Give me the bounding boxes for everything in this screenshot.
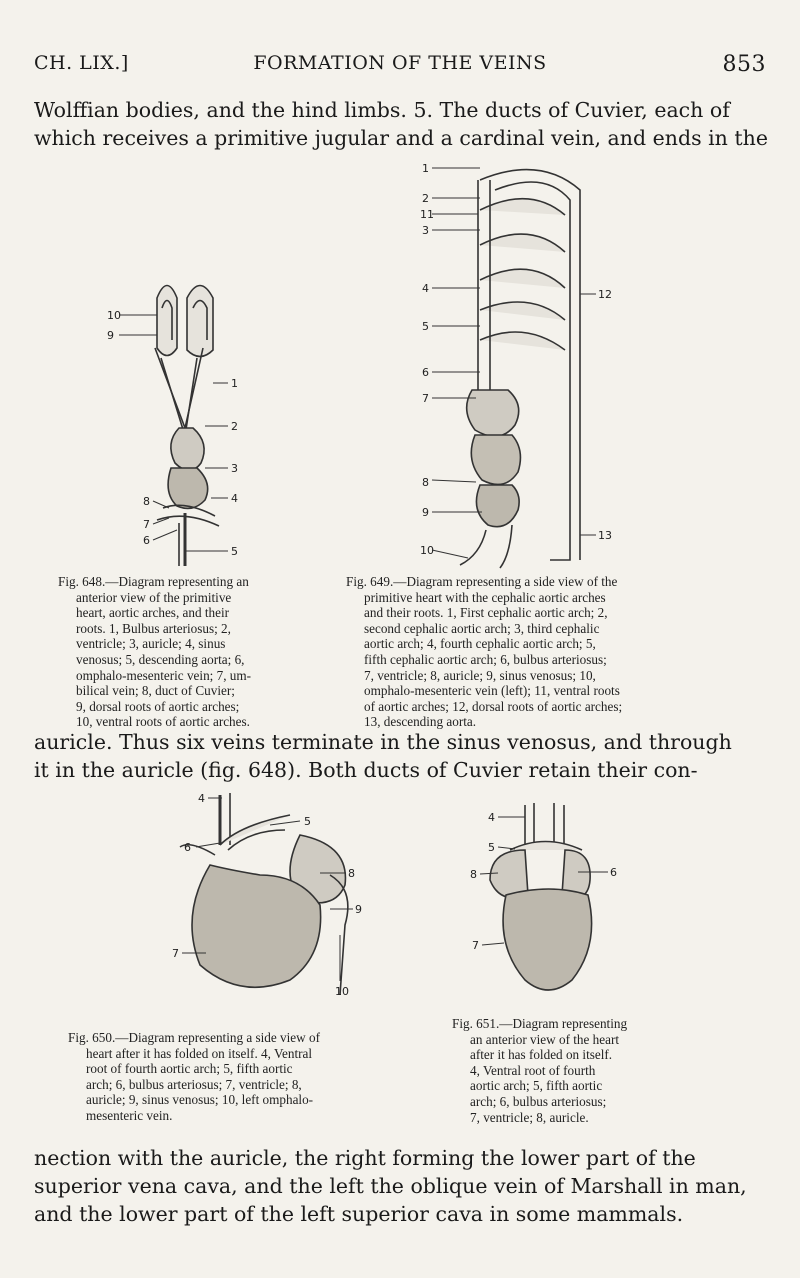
caption-line: 10, ventral roots of aortic arches.: [76, 714, 250, 730]
fig650-label: 10: [335, 985, 349, 998]
caption-line: aortic arch; 5, fifth aortic: [470, 1078, 603, 1094]
text-line: which receives a primitive jugular and a…: [34, 126, 768, 150]
text-line: auricle. Thus six veins terminate in the…: [34, 730, 732, 754]
fig648-label: 3: [231, 462, 238, 475]
caption-line: of aortic arches; 12, dorsal roots of ao…: [364, 698, 623, 714]
caption-line: heart, aortic arches, and their: [76, 605, 230, 621]
caption-line: roots. 1, Bulbus arteriosus; 2,: [76, 620, 231, 636]
caption-line: 4, Ventral root of fourth: [470, 1062, 596, 1078]
caption-line: aortic arch; 4, fourth cephalic aortic a…: [364, 636, 596, 652]
fig649-label: 4: [422, 282, 429, 295]
caption-line: auricle; 9, sinus venosus; 10, left omph…: [86, 1092, 314, 1108]
paragraph-bottom: nection with the auricle, the right form…: [34, 1144, 770, 1228]
caption-line: omphalo-mesenteric vein; 7, um-: [76, 667, 252, 683]
figure-650-drawing: 4 5 6 8 9 7 10: [172, 792, 362, 998]
page-number: 853: [722, 52, 766, 77]
text-line: it in the auricle (fig. 648). Both ducts…: [34, 758, 698, 782]
caption-line: ventricle; 3, auricle; 4, sinus: [76, 636, 226, 652]
fig651-label: 6: [610, 866, 617, 879]
caption-fig651: Fig. 651.—Diagram representing an anteri…: [452, 1016, 627, 1125]
caption-line: mesenteric vein.: [86, 1107, 173, 1123]
figure-650: 4 5 6 8 9 7 10: [150, 785, 380, 1010]
fig649-label: 12: [598, 288, 612, 301]
fig648-label: 5: [231, 545, 238, 558]
paragraph-top: Wolffian bodies, and the hind limbs. 5. …: [34, 96, 770, 152]
fig649-label: 6: [422, 366, 429, 379]
fig649-label: 3: [422, 224, 429, 237]
text-line: nection with the auricle, the right form…: [34, 1146, 696, 1170]
caption-line: omphalo-mesenteric vein (left); 11, vent…: [364, 683, 620, 699]
page-title: FORMATION OF THE VEINS: [253, 52, 547, 74]
caption-line: venosus; 5, descending aorta; 6,: [76, 651, 245, 667]
caption-line: 9, dorsal roots of aortic arches;: [76, 698, 240, 714]
fig648-label: 4: [231, 492, 238, 505]
fig649-label: 9: [422, 506, 429, 519]
caption-fig648: Fig. 648.—Diagram representing an anteri…: [58, 574, 251, 730]
fig651-label: 5: [488, 841, 495, 854]
caption-line: arch; 6, bulbus arteriosus; 7, ventricle…: [86, 1076, 302, 1092]
figure-649-drawing: 1 2 11 3 4 5 6 7 8 9 10 12 13: [420, 162, 612, 569]
fig651-label: 4: [488, 811, 495, 824]
fig649-label: 7: [422, 392, 429, 405]
fig648-label: 1: [231, 377, 238, 390]
fig649-label: 11: [420, 208, 434, 221]
caption-line: root of fourth aortic arch; 5, fifth aor…: [86, 1061, 293, 1077]
caption-line: arch; 6, bulbus arteriosus;: [470, 1093, 607, 1109]
caption-line: heart after it has folded on itself. 4, …: [86, 1045, 313, 1061]
fig648-label: 7: [143, 518, 150, 531]
fig649-label: 2: [422, 192, 429, 205]
text-line: and the lower part of the left superior …: [34, 1202, 684, 1226]
fig651-label: 8: [470, 868, 477, 881]
fig649-label: 5: [422, 320, 429, 333]
fig650-label: 9: [355, 903, 362, 916]
fig649-label: 8: [422, 476, 429, 489]
figure-651: 4 5 8 6 7: [470, 795, 640, 1005]
caption-line: primitive heart with the cephalic aortic…: [364, 589, 606, 605]
caption-line: Fig. 651.—Diagram representing: [452, 1016, 628, 1031]
caption-line: second cephalic aortic arch; 3, third ce…: [364, 620, 600, 636]
text-line: Wolffian bodies, and the hind limbs. 5. …: [34, 98, 730, 122]
fig648-label: 9: [107, 329, 114, 342]
figure-651-drawing: 4 5 8 6 7: [470, 803, 617, 991]
fig650-label: 5: [304, 815, 311, 828]
chapter-marker: CH. LIX.]: [34, 52, 129, 74]
caption-line: Fig. 649.—Diagram representing a side vi…: [346, 574, 618, 589]
caption-line: 13, descending aorta.: [364, 714, 477, 730]
caption-line: 7, ventricle; 8, auricle.: [470, 1109, 589, 1125]
fig648-label: 6: [143, 534, 150, 547]
fig648-label: 10: [107, 309, 121, 322]
fig649-label: 1: [422, 162, 429, 175]
fig648-label: 2: [231, 420, 238, 433]
caption-line: Fig. 650.—Diagram representing a side vi…: [68, 1030, 320, 1045]
figure-649: 1 2 11 3 4 5 6 7 8 9 10 12 13: [420, 160, 620, 570]
fig650-label: 7: [172, 947, 179, 960]
caption-line: 7, ventricle; 8, auricle; 9, sinus venos…: [364, 667, 596, 683]
caption-line: fifth cephalic aortic arch; 6, bulbus ar…: [364, 651, 607, 667]
fig650-label: 4: [198, 792, 205, 805]
caption-fig650: Fig. 650.—Diagram representing a side vi…: [68, 1030, 320, 1124]
text-line: superior vena cava, and the left the obl…: [34, 1174, 747, 1198]
caption-line: and their roots. 1, First cephalic aorti…: [364, 605, 608, 621]
running-head: CH. LIX.] FORMATION OF THE VEINS 853: [34, 52, 766, 82]
figure-648: 10 9 1 2 3 4 5 6 7 8: [105, 268, 255, 568]
caption-fig649: Fig. 649.—Diagram representing a side vi…: [346, 574, 622, 730]
caption-line: bilical vein; 8, duct of Cuvier;: [76, 683, 235, 699]
figure-648-drawing: 10 9 1 2 3 4 5 6 7 8: [107, 284, 238, 566]
caption-line: an anterior view of the heart: [470, 1031, 620, 1047]
fig648-label: 8: [143, 495, 150, 508]
caption-line: after it has folded on itself.: [470, 1047, 613, 1063]
fig649-label: 10: [420, 544, 434, 557]
fig650-label: 6: [184, 841, 191, 854]
fig649-label: 13: [598, 529, 612, 542]
fig650-label: 8: [348, 867, 355, 880]
paragraph-middle: auricle. Thus six veins terminate in the…: [34, 728, 770, 784]
fig651-label: 7: [472, 939, 479, 952]
caption-line: Fig. 648.—Diagram representing an: [58, 574, 249, 589]
caption-line: anterior view of the primitive: [76, 589, 232, 605]
